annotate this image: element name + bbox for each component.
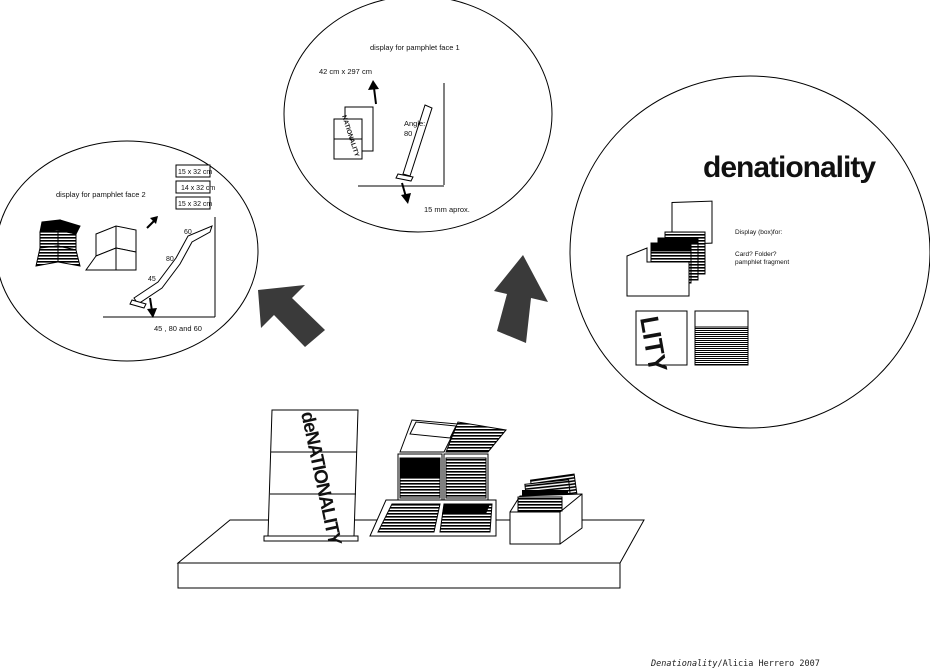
- table-scene: deNATIONALITY: [176, 409, 645, 589]
- face2-size-2: 14 x 32 cm: [181, 185, 215, 192]
- face1-angled-shelf: [402, 104, 433, 177]
- face2-size-box-2: [175, 180, 211, 194]
- box-circle: [569, 75, 930, 429]
- face2-size-box-3: [175, 196, 211, 210]
- face2-angles-caption: 45 , 80 and 60: [154, 324, 202, 333]
- face1-title: display for pamphlet face 1: [370, 43, 460, 52]
- face2-size-3: 15 x 32 cm: [178, 201, 212, 208]
- face2-title: display for pamphlet face 2: [56, 190, 146, 199]
- credit-title: Denationality: [650, 659, 718, 669]
- face2-blank-pamphlet: [85, 225, 137, 271]
- face2-shelf-base: [129, 299, 147, 309]
- face2-size-box-1: [175, 164, 211, 178]
- face1-up-arrow-head: [368, 80, 379, 90]
- face1-circle-group: display for pamphlet face 1 42 cm x 297 …: [283, 0, 553, 233]
- face2-small-arrow-shaft: [146, 220, 155, 229]
- face1-down-arrow-head: [401, 193, 411, 204]
- face2-down-arrow-head: [147, 308, 157, 318]
- credit-line: Denationality/Alicia Herrero 2007: [650, 659, 820, 669]
- box-display-line1: Display (box)for:: [735, 229, 783, 236]
- table-front: [177, 562, 621, 589]
- face2-angle-80: 80: [166, 256, 174, 263]
- table-card-box: [509, 473, 583, 545]
- face2-striped-pamphlet: [35, 219, 81, 267]
- table-pamphlet-base: [263, 535, 359, 542]
- box-display-line2: Card? Folder?: [735, 251, 777, 258]
- brand-title: denationality: [703, 151, 876, 184]
- face1-up-arrow-shaft: [373, 87, 377, 105]
- face2-circle-group: display for pamphlet face 2 15 x 32 cm 1…: [0, 140, 259, 362]
- face1-depth-label: 15 mm aprox.: [424, 205, 470, 214]
- striped-card-top: [694, 310, 749, 328]
- face2-angle-45: 45: [148, 276, 156, 283]
- face2-size-1: 15 x 32 cm: [178, 169, 212, 176]
- face1-angle-label: Angle:: [404, 119, 425, 128]
- box-display-line3: pamphlet fragment: [735, 259, 789, 266]
- credit-author: /Alicia Herrero 2007: [718, 659, 820, 669]
- face1-circle: [283, 0, 553, 233]
- face2-stepped-shelf: [133, 225, 213, 305]
- face2-angle-60: 60: [184, 229, 192, 236]
- arrow-to-face2: [258, 285, 325, 347]
- face2-small-arrow-head: [150, 216, 158, 224]
- face2-circle: [0, 140, 259, 362]
- face1-angle-value: 80: [404, 129, 412, 138]
- card-box-illustration: [626, 200, 713, 297]
- table-folded-display: [369, 419, 507, 537]
- arrow-to-box: [494, 255, 548, 343]
- face1-shelf-base: [395, 173, 414, 182]
- face1-size-label: 42 cm x 297 cm: [319, 67, 372, 76]
- box-circle-group: denationality Display (box)for: Card? Fo…: [569, 75, 930, 429]
- lity-card: [635, 310, 688, 366]
